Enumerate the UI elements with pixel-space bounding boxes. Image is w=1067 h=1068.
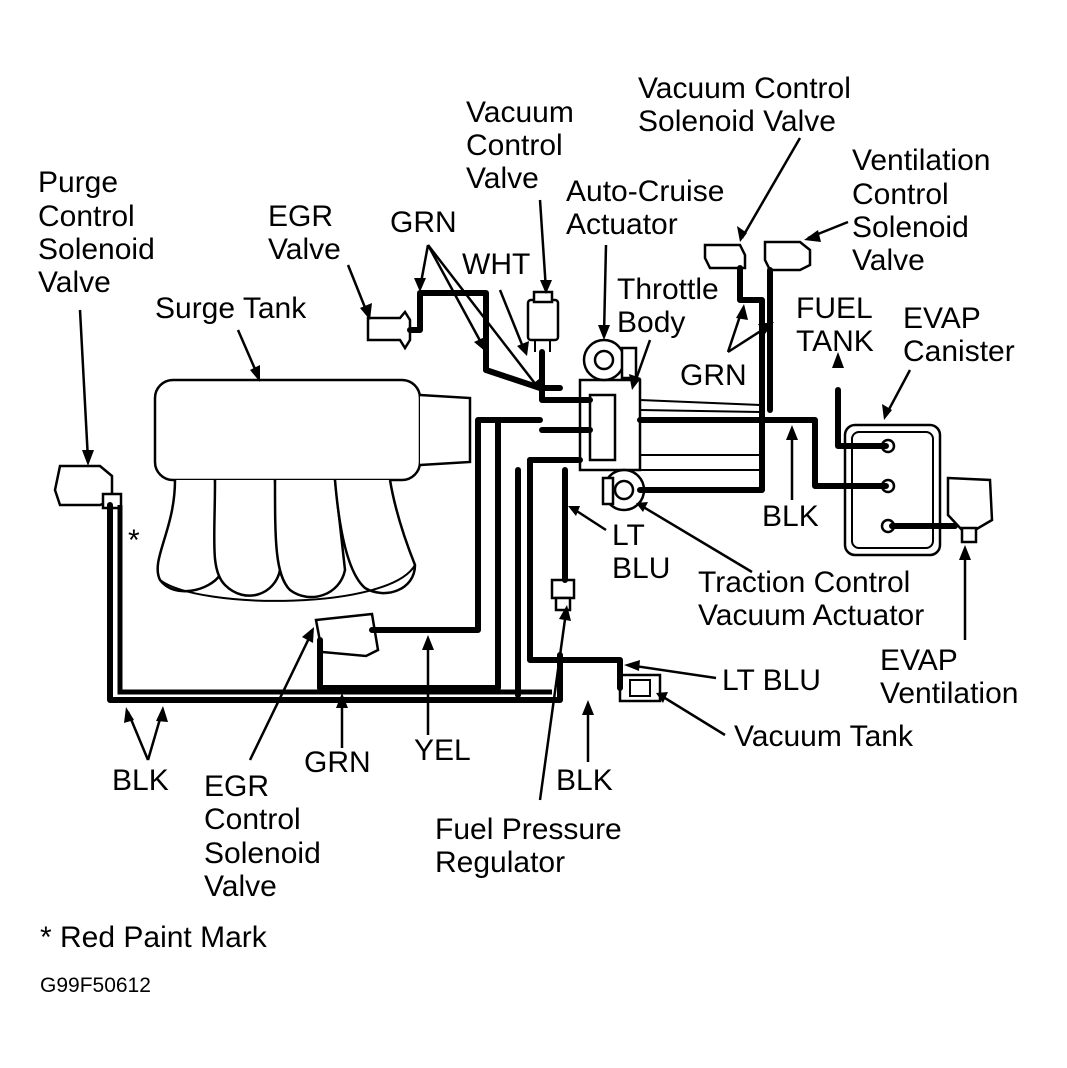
egr-control-line-2: Control: [204, 803, 301, 836]
purge-line-2: Control: [38, 200, 135, 233]
lt-blu-mid-line-1: LT: [612, 519, 645, 552]
label-vacuum-control-valve: Vacuum Control Valve: [466, 96, 574, 195]
traction-line-1: Traction Control: [698, 566, 910, 599]
egr-valve: [366, 309, 412, 351]
vacuum-control-valve-body: [526, 290, 560, 352]
lt-blu-mid-line-2: BLU: [612, 552, 670, 585]
ventilation-solenoid-body: [763, 240, 812, 272]
label-wht: WHT: [462, 248, 530, 281]
traction-line-2: Vacuum Actuator: [698, 599, 924, 632]
label-lt-blu-low: LT BLU: [722, 664, 821, 697]
egr-valve-line-2: Valve: [268, 233, 341, 266]
throttle-line-1: Throttle: [617, 273, 719, 306]
vent-line-4: Valve: [852, 244, 925, 277]
label-surge-tank: Surge Tank: [155, 292, 307, 325]
label-blk-bottom: BLK: [556, 764, 613, 797]
auto-cruise-line-1: Auto-Cruise: [566, 175, 724, 208]
red-paint-asterisk: *: [128, 524, 140, 557]
purge-line-1: Purge: [38, 166, 118, 199]
label-fuel-pressure-regulator: Fuel Pressure Regulator: [435, 813, 622, 879]
vacuum-hoses: [107, 265, 958, 703]
vent-line-3: Solenoid: [852, 211, 969, 244]
label-grn-top: GRN: [390, 206, 457, 239]
label-egr-control-solenoid-valve: EGR Control Solenoid Valve: [204, 770, 321, 903]
label-blk-left: BLK: [112, 764, 169, 797]
purge-line-4: Valve: [38, 266, 111, 299]
auto-cruise-actuator: [582, 338, 638, 382]
fpr-line-2: Regulator: [435, 846, 565, 879]
traction-control-actuator: [601, 468, 646, 512]
figure-id: G99F50612: [40, 974, 151, 997]
egr-control-line-3: Solenoid: [204, 837, 321, 870]
fuel-tank-line-1: FUEL: [796, 292, 873, 325]
label-egr-valve: EGR Valve: [268, 200, 341, 266]
label-evap-canister: EVAP Canister: [903, 302, 1015, 368]
label-auto-cruise-actuator: Auto-Cruise Actuator: [566, 175, 724, 241]
fpr-line-1: Fuel Pressure: [435, 813, 622, 846]
label-traction-control-vacuum-actuator: Traction Control Vacuum Actuator: [698, 566, 924, 632]
label-ventilation-control-solenoid-valve: Ventilation Control Solenoid Valve: [852, 144, 990, 277]
label-vacuum-tank: Vacuum Tank: [734, 720, 914, 753]
egr-control-line-1: EGR: [204, 770, 269, 803]
vacuum-tank: [618, 673, 662, 703]
purge-line-3: Solenoid: [38, 233, 155, 266]
vcsv-line-2: Solenoid Valve: [638, 105, 836, 138]
label-purge-control-solenoid-valve: Purge Control Solenoid Valve: [38, 166, 155, 299]
label-lt-blu-mid: LT BLU: [612, 519, 670, 585]
pointer-lines: [78, 137, 971, 801]
evap-vent-line-1: EVAP: [880, 644, 958, 677]
label-blk-right: BLK: [762, 500, 819, 533]
evap-canister-line-1: EVAP: [903, 302, 981, 335]
vacuum-control-solenoid-body: [703, 243, 747, 270]
label-fuel-tank: FUEL TANK: [796, 292, 874, 358]
throttle-line-2: Body: [617, 306, 685, 339]
label-throttle-body: Throttle Body: [617, 273, 719, 339]
evap-vent-line-2: Ventilation: [880, 677, 1018, 710]
label-grn-bottom: GRN: [304, 746, 371, 779]
surge-tank: [153, 378, 472, 602]
vcv-line-3: Valve: [466, 162, 539, 195]
egr-valve-line-1: EGR: [268, 200, 333, 233]
label-yel: YEL: [414, 734, 471, 767]
vcv-line-1: Vacuum: [466, 96, 574, 129]
evap-ventilation-valve: [946, 476, 994, 544]
fuel-pressure-regulator: [550, 578, 576, 612]
fuel-tank-line-2: TANK: [796, 325, 874, 358]
evap-canister-line-2: Canister: [903, 335, 1015, 368]
vcv-line-2: Control: [466, 129, 563, 162]
vent-line-1: Ventilation: [852, 144, 990, 177]
label-evap-ventilation: EVAP Ventilation: [880, 644, 1018, 710]
purge-control-solenoid: [53, 464, 123, 510]
vcsv-line-1: Vacuum Control: [638, 72, 851, 105]
throttle-body: [578, 378, 761, 472]
label-vacuum-control-solenoid-valve: Vacuum Control Solenoid Valve: [638, 72, 851, 138]
egr-control-line-4: Valve: [204, 870, 277, 903]
footnote-red-paint-mark: * Red Paint Mark: [40, 921, 268, 954]
vent-line-2: Control: [852, 178, 949, 211]
egr-control-solenoid: [314, 612, 380, 658]
label-grn-right: GRN: [680, 359, 747, 392]
auto-cruise-line-2: Actuator: [566, 208, 678, 241]
